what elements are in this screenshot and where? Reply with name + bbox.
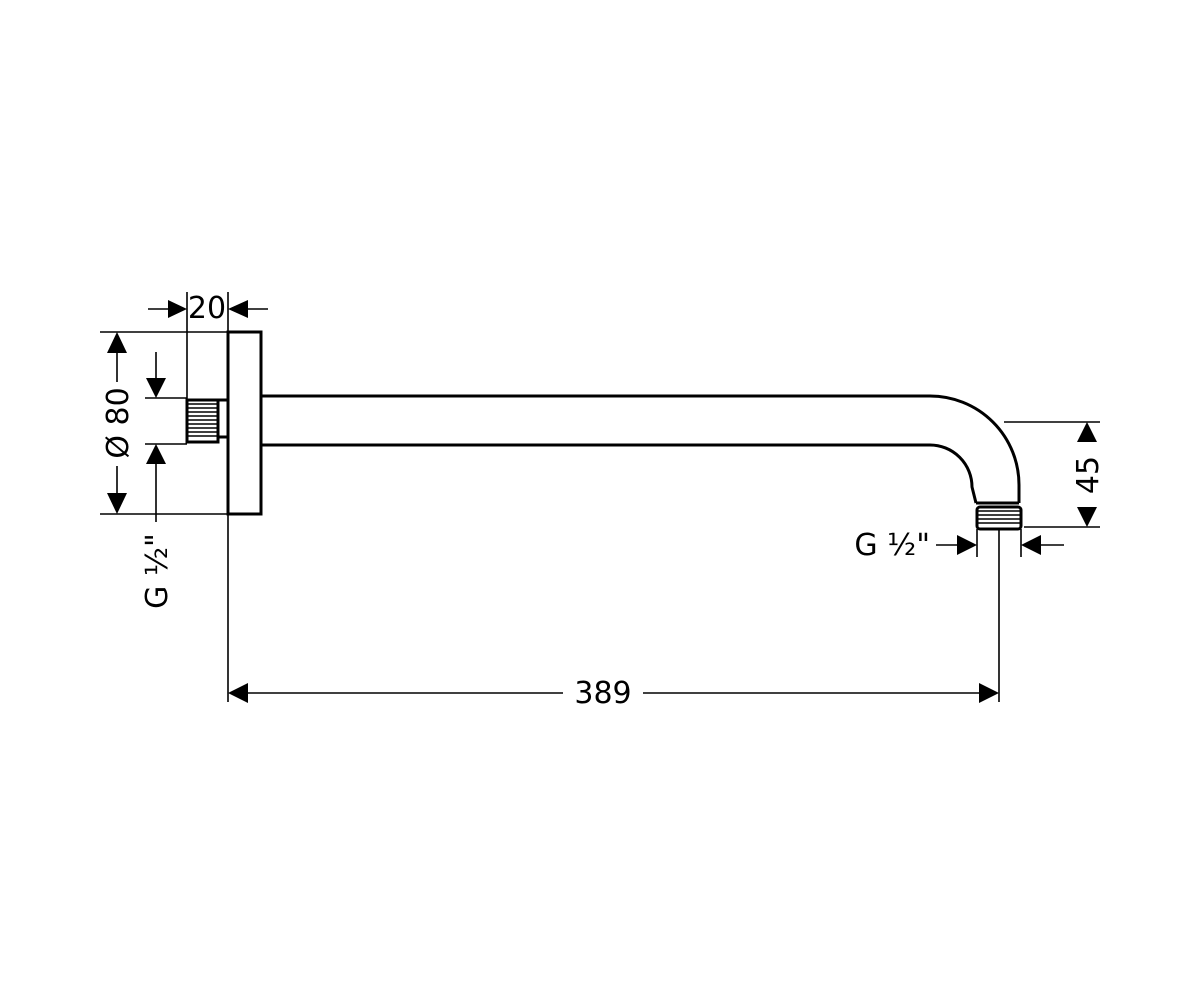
outlet-drop-label: 45	[1071, 456, 1106, 494]
dimension-arm-length: 389	[227, 514, 1000, 711]
outlet-thread-label: G ½"	[854, 528, 930, 563]
inlet-thread-nipple	[185, 398, 228, 444]
dimension-inlet-thread: G ½"	[140, 352, 187, 609]
dimension-outlet-thread: G ½"	[854, 528, 1064, 563]
flange-diameter-label: Ø 80	[101, 387, 136, 458]
wall-flange	[226, 330, 263, 516]
shower-arm-tube	[261, 394, 1021, 505]
outlet-thread-nipple	[975, 505, 1023, 531]
dimension-flange-diameter: Ø 80	[100, 331, 228, 515]
dimension-flange-depth: 20	[148, 291, 268, 400]
arm-length-label: 389	[574, 676, 631, 711]
inlet-thread-label: G ½"	[140, 533, 175, 609]
flange-depth-label: 20	[188, 291, 226, 326]
dimension-outlet-drop: 45	[1004, 421, 1106, 528]
